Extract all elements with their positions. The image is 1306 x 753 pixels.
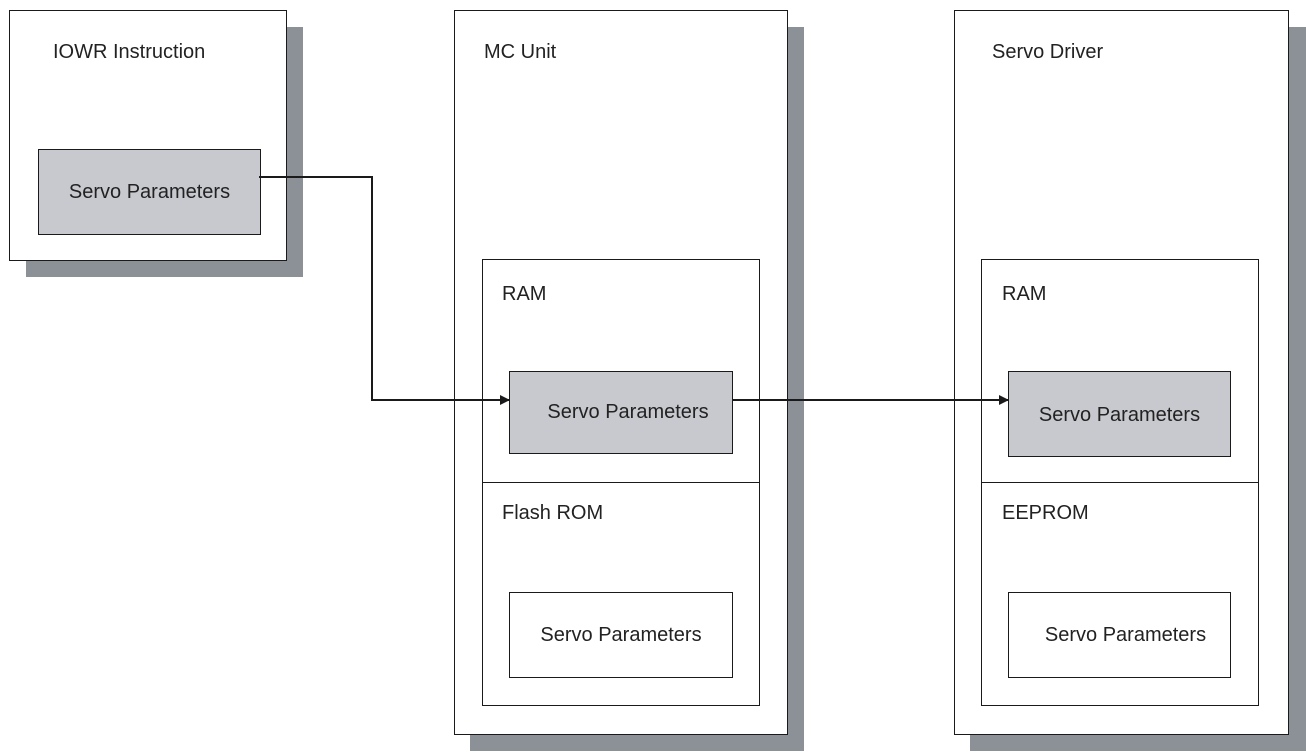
servo-driver-title: Servo Driver: [992, 41, 1104, 63]
servo-driver-eeprom-servo-parameters: Servo Parameters: [1008, 592, 1231, 678]
servo-driver-eeprom-panel: EEPROM: [981, 482, 1259, 706]
iowr-instruction-block: IOWR Instruction Servo Parameters: [9, 10, 287, 261]
mc-unit-flash-rom-label: Flash ROM: [502, 502, 604, 524]
servo-driver-ram-label: RAM: [1002, 283, 1047, 305]
servo-driver-eeprom-label: EEPROM: [1002, 502, 1089, 524]
mc-unit-flash-rom-panel: Flash ROM: [482, 482, 760, 706]
mc-unit-rom-servo-parameters: Servo Parameters: [509, 592, 733, 678]
iowr-to-mc-ram-connector: [259, 176, 510, 405]
mc-unit-ram-label: RAM: [502, 283, 547, 305]
mc-unit-title: MC Unit: [484, 41, 557, 63]
iowr-title: IOWR Instruction: [53, 41, 206, 63]
iowr-servo-parameters: Servo Parameters: [38, 149, 261, 235]
mc-unit-ram-servo-parameters: Servo Parameters: [509, 371, 733, 454]
servo-driver-ram-servo-parameters: Servo Parameters: [1008, 371, 1231, 457]
